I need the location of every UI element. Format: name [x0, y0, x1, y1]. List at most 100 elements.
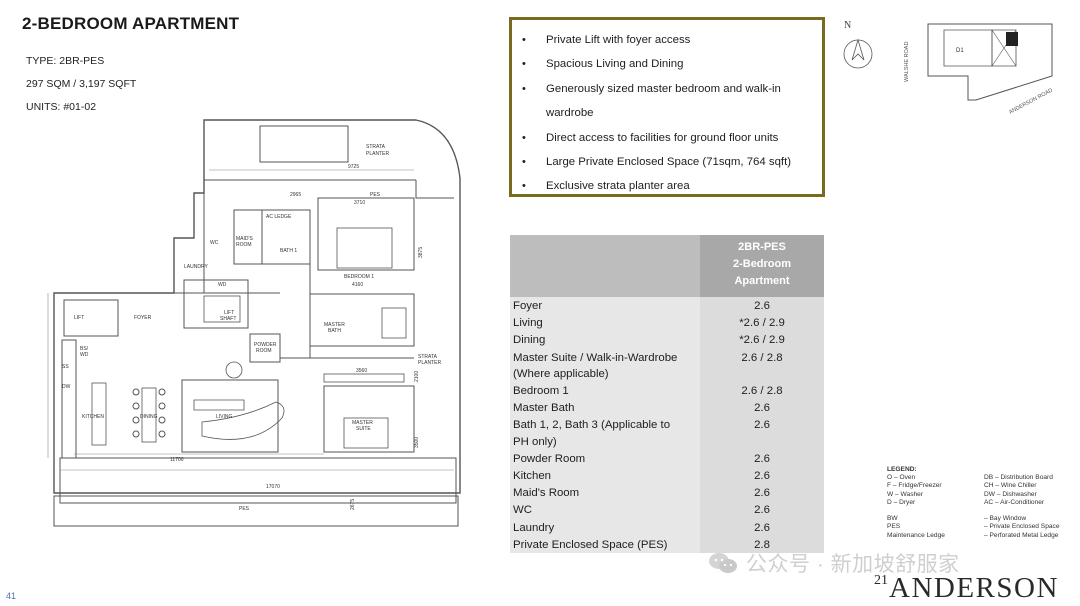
plan-dim-2965: 2965: [290, 192, 301, 198]
feature-item: Private Lift with foyer access: [520, 28, 812, 53]
feature-item: Large Private Enclosed Space (71sqm, 764…: [520, 150, 812, 175]
compass-icon: [843, 38, 873, 69]
legend-row: BW – Bay Window: [887, 515, 1077, 523]
plan-label-strata-planter-right2: PLANTER: [418, 360, 441, 366]
legend-row: [887, 507, 1077, 515]
plan-label-lift-shaft: LIFT: [224, 310, 234, 316]
plan-dim-3500: 3500: [414, 437, 420, 448]
plan-label-dw: DW: [62, 384, 71, 390]
legend-entry: D – Dryer: [887, 498, 916, 506]
ceiling-height-value: *2.6 / 2.9: [700, 314, 824, 332]
plan-dim-4160: 4160: [352, 282, 363, 288]
legend-entry: O – Oven: [887, 474, 916, 482]
plan-dim-3710: 3710: [354, 200, 365, 206]
room-name: WC: [513, 504, 532, 517]
key-plan: N D1 WALSHE ROAD ANDERSON ROAD: [843, 20, 1054, 116]
feature-item: Direct access to facilities for ground f…: [520, 126, 812, 151]
table-row: Master Suite / Walk-in-Wardrobe (Where ap…: [510, 348, 824, 383]
block-label: D1: [956, 48, 964, 54]
feature-item: Spacious Living and Dining: [520, 52, 812, 77]
plan-label-wd: WD: [218, 282, 227, 288]
legend-entry: BW: [887, 515, 898, 523]
table-header-line: 2BR-PES: [738, 241, 786, 253]
table-row: Dining *2.6 / 2.9: [510, 331, 824, 349]
plan-label-master-suite: MASTER: [352, 420, 373, 426]
plan-label-maids-room2: ROOM: [236, 242, 252, 248]
plan-dim-3875: 3875: [418, 247, 424, 258]
table-header-line: 2-Bedroom: [732, 258, 792, 270]
plan-label-wc: WC: [210, 240, 219, 246]
unit-type: TYPE: 2BR-PES: [26, 55, 105, 67]
plan-label-lift: LIFT: [74, 315, 84, 321]
feature-item: Exclusive strata planter area: [520, 174, 812, 199]
ceiling-height-value: 2.6 / 2.8: [700, 348, 824, 383]
legend-title: LEGEND:: [887, 466, 917, 473]
legend-entry: DW – Dishwasher: [984, 490, 1037, 498]
plan-dim-11700: 11700: [170, 457, 184, 463]
features-box: Private Lift with foyer access Spacious …: [509, 17, 825, 199]
plan-label-strata-planter-top: STRATA: [366, 144, 386, 150]
table-header-line: Apartment: [734, 275, 790, 287]
plan-label-foyer: FOYER: [134, 315, 152, 321]
plan-label-kitchen: KITCHEN: [82, 414, 104, 420]
plan-dim-2675: 2675: [350, 499, 356, 510]
ceiling-height-value: 2.6: [700, 399, 824, 417]
room-name: Living: [513, 317, 543, 330]
ceiling-height-value: 2.6: [700, 467, 824, 485]
legend-entry: CH – Wine Chiller: [984, 482, 1037, 490]
table-row: Living *2.6 / 2.9: [510, 314, 824, 332]
plan-dim-9725: 9725: [348, 164, 359, 170]
feature-item: Generously sized master bedroom and walk…: [520, 77, 812, 102]
legend-entry: – Bay Window: [984, 515, 1027, 523]
room-name: Private Enclosed Space (PES): [513, 538, 668, 551]
page-number: 41: [6, 591, 17, 601]
unit-location-marker: [1006, 32, 1018, 46]
ceiling-height-value: *2.6 / 2.9: [700, 331, 824, 349]
plan-label-master-bath: MASTER: [324, 322, 345, 328]
unit-numbers: UNITS: #01-02: [26, 101, 97, 113]
compass-north: N: [844, 20, 851, 31]
plan-dim-3560: 3560: [356, 368, 367, 374]
legend-entry: W – Washer: [887, 490, 924, 498]
room-name: Master Suite / Walk-in-Wardrobe: [513, 351, 678, 364]
plan-label-laundry: LAUNDRY: [184, 264, 208, 270]
plan-label-ss: SS: [62, 364, 69, 370]
legend-entry: AC – Air-Conditioner: [984, 498, 1045, 506]
plan-label-living: LIVING: [216, 414, 233, 420]
legend-row: D – Dryer AC – Air-Conditioner: [887, 499, 1077, 507]
legend-row: Maintenance Ledge – Perforated Metal Ledg…: [887, 532, 1077, 540]
ceiling-height-value: 2.6: [700, 416, 824, 450]
table-header: 2BR-PES 2-Bedroom Apartment: [510, 235, 824, 297]
plan-dim-17070: 17070: [266, 484, 280, 490]
legend-entry: Maintenance Ledge: [887, 531, 945, 539]
brand-number: 21: [874, 573, 888, 588]
legend-entry: – Perforated Metal Ledge: [984, 531, 1059, 539]
ceiling-height-value: 2.6: [700, 297, 824, 315]
wechat-icon: [709, 553, 737, 573]
plan-label-lift-shaft2: SHAFT: [220, 316, 236, 322]
plan-label-strata-planter-top2: PLANTER: [366, 151, 389, 157]
room-name: Bath 1, 2, Bath 3 (Applicable to: [513, 419, 671, 432]
legend-entry: F – Fridge/Freezer: [887, 482, 942, 490]
room-name: Powder Room: [513, 452, 586, 465]
room-name-continued: PH only): [513, 435, 557, 448]
legend-row: W – Washer DW – Dishwasher: [887, 491, 1077, 499]
brand-logo: 21ANDERSON: [874, 572, 1059, 605]
watermark-text: 公众号 · 新加坡舒服家: [746, 553, 960, 576]
road-walshe: WALSHE ROAD: [904, 42, 910, 82]
unit-size: 297 SQM / 3,197 SQFT: [26, 78, 137, 90]
watermark: 公众号 · 新加坡舒服家: [708, 548, 960, 578]
plan-label-pes-bottom: PES: [239, 506, 250, 512]
table-row: Private Enclosed Space (PES)2.8: [510, 535, 824, 554]
ceiling-height-value: 2.6 / 2.8: [700, 382, 824, 400]
ceiling-height-value: 2.6: [700, 484, 824, 502]
room-name: Dining: [513, 334, 546, 347]
room-name-continued: (Where applicable): [513, 367, 609, 380]
